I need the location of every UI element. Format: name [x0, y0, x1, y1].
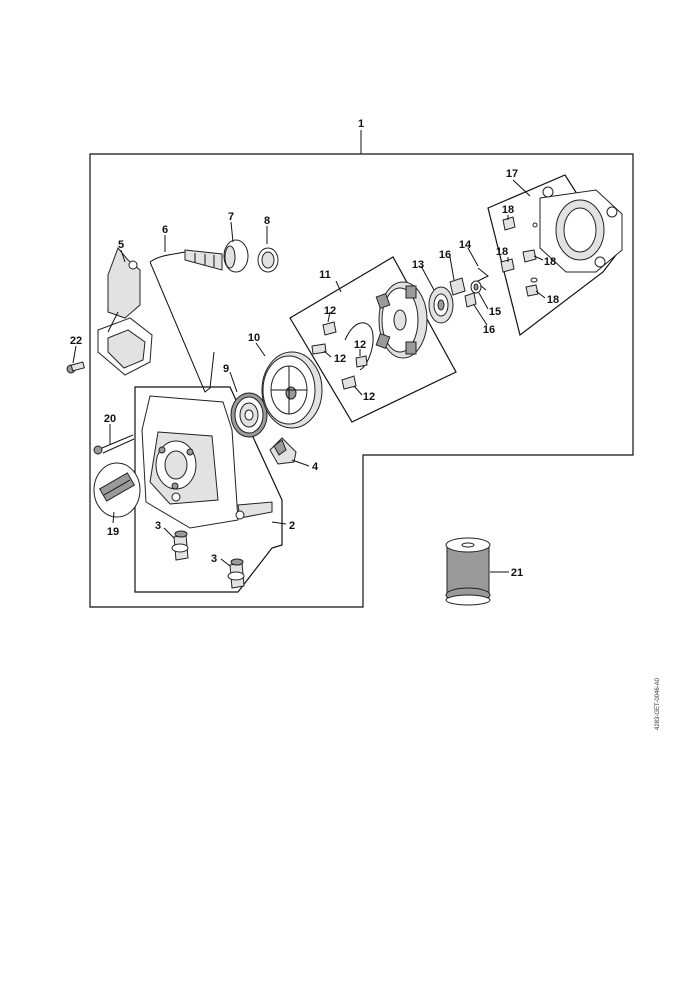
- pawl-16-lower: [464, 292, 477, 308]
- label-16-upper: 16: [439, 249, 451, 261]
- label-18-d: 18: [547, 294, 559, 306]
- label-15: 15: [489, 306, 501, 318]
- label-21: 21: [511, 567, 523, 579]
- pawl-12-middle: [355, 355, 368, 368]
- screw-20: [93, 434, 135, 455]
- label-3-lower: 3: [211, 553, 217, 565]
- drawing-code: 4283-GET-0046-A0: [655, 677, 661, 730]
- fan-housing: [141, 395, 273, 529]
- label-9: 9: [223, 363, 229, 375]
- label-2: 2: [289, 520, 295, 532]
- label-8: 8: [264, 215, 270, 227]
- ratchet-13: [428, 286, 454, 324]
- label-12-middle: 12: [354, 339, 366, 351]
- label-18-b: 18: [496, 246, 508, 258]
- label-16-lower: 16: [483, 324, 495, 336]
- clip-18-d: [525, 277, 539, 297]
- label-10: 10: [248, 332, 260, 344]
- starter-rope: [149, 251, 215, 393]
- label-17: 17: [506, 168, 518, 180]
- label-12-top: 12: [324, 305, 336, 317]
- assembly-11-frame: [289, 256, 457, 423]
- starter-cover: [539, 186, 623, 273]
- assembly-1-frame: [89, 153, 634, 608]
- label-12-left: 12: [334, 353, 346, 365]
- label-22: 22: [70, 335, 82, 347]
- clip-18-a: [502, 216, 538, 231]
- label-7: 7: [228, 211, 234, 223]
- label-6: 6: [162, 224, 168, 236]
- label-4: 4: [312, 461, 319, 473]
- label-12-bottom: 12: [363, 391, 375, 403]
- pawl-12-bottom: [341, 375, 357, 390]
- assembly-17-frame: [487, 174, 617, 337]
- label-18-c: 18: [544, 256, 556, 268]
- label-13: 13: [412, 259, 424, 271]
- label-1: 1: [358, 118, 364, 130]
- screw-22: [66, 361, 85, 374]
- pawl-12-top: [322, 321, 337, 336]
- rope-guide-bracket: [97, 247, 153, 376]
- rope-rotor: [261, 351, 323, 429]
- clip-4: [269, 437, 297, 465]
- av-buffer-lower: [227, 558, 245, 589]
- av-buffer-upper: [171, 530, 189, 561]
- pawl-16-upper: [449, 277, 466, 296]
- starter-grip: [184, 239, 249, 273]
- label-11: 11: [319, 269, 331, 281]
- rewind-spring: [230, 392, 268, 438]
- logo-plate: [93, 462, 141, 518]
- label-5: 5: [118, 239, 124, 251]
- grip-cap: [257, 247, 279, 273]
- pawl-carrier: [344, 281, 428, 371]
- rope-spool: [445, 537, 491, 606]
- leader-lines: [72, 179, 546, 573]
- washer-15: [470, 280, 482, 294]
- label-19: 19: [107, 526, 119, 538]
- clip-18-c: [522, 249, 537, 263]
- label-14: 14: [459, 239, 472, 251]
- label-18-a: 18: [502, 204, 514, 216]
- pawl-12-left: [311, 343, 327, 355]
- label-20: 20: [104, 413, 116, 425]
- label-3-upper: 3: [155, 520, 161, 532]
